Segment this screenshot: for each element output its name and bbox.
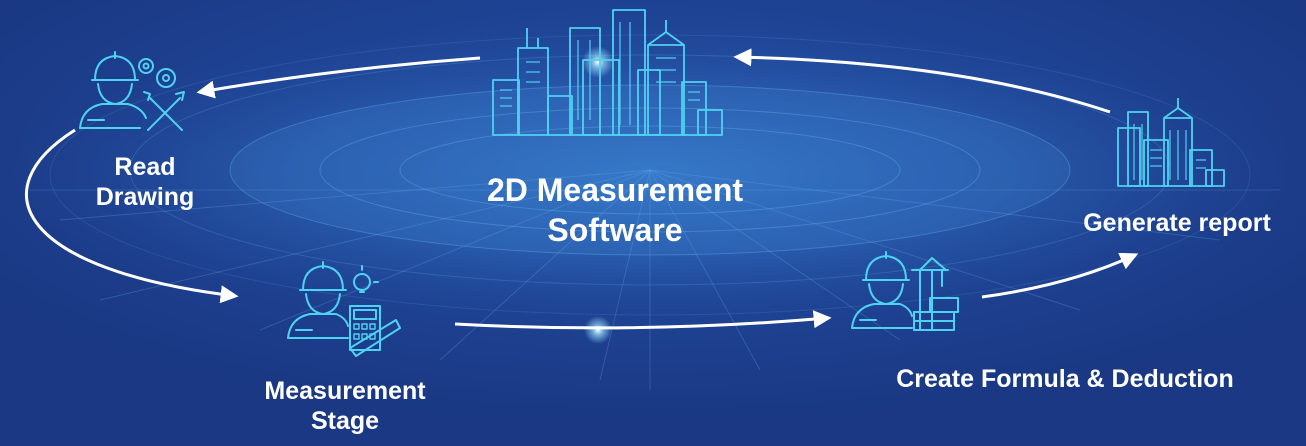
arrow-read-to-measure <box>24 128 239 304</box>
engineer-crane-icon <box>851 251 959 331</box>
generate-report-line1: Generate report <box>1083 209 1271 237</box>
center-title-line2: Software <box>547 212 683 248</box>
measurement-stage-line1: Measurement <box>264 377 426 405</box>
cycle-arrows <box>24 48 1139 330</box>
engineer-calculator-ruler-icon <box>287 261 401 357</box>
sparkle <box>582 46 614 78</box>
arrow-measure-to-formula <box>454 310 832 330</box>
sparkle <box>584 316 612 344</box>
buildings-icon <box>1117 98 1225 187</box>
create-formula-line1: Create Formula & Deduction <box>896 365 1234 393</box>
engineer-gears-tools-icon <box>79 51 185 131</box>
measurement-stage-line2: Stage <box>310 407 380 435</box>
read-drawing-line2: Drawing <box>95 183 195 211</box>
arrow-report-to-center <box>733 48 1111 114</box>
read-drawing-line1: Read <box>114 153 176 181</box>
center-title: 2D Measurement Software <box>430 170 800 250</box>
step-label-read-drawing: Read Drawing <box>60 152 230 212</box>
arrow-center-to-read <box>196 56 481 99</box>
city-skyline-icon <box>492 9 723 136</box>
center-title-line1: 2D Measurement <box>486 172 744 208</box>
step-label-generate-report: Generate report <box>1050 208 1304 238</box>
arrow-formula-to-report <box>981 252 1139 299</box>
step-label-measurement-stage: Measurement Stage <box>230 376 460 436</box>
step-label-create-formula: Create Formula & Deduction <box>830 364 1300 394</box>
platform-grid <box>10 25 1290 390</box>
